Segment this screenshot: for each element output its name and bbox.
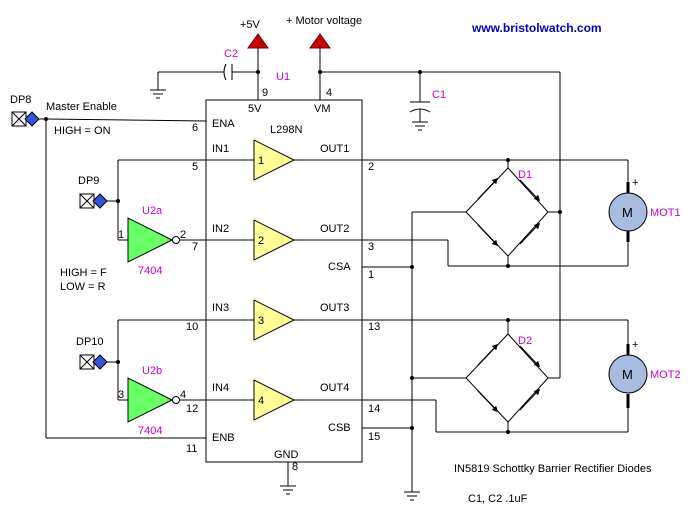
- supply-motor-arrow: [309, 33, 331, 49]
- pin-label-in1: IN1: [212, 143, 229, 155]
- d2-label: D2: [518, 335, 532, 347]
- supply-motor: + Motor voltage: [286, 15, 362, 49]
- buffer-3-number: 3: [258, 315, 264, 327]
- pin-number-csb: 15: [368, 431, 380, 443]
- u2a-pin-out: 2: [180, 229, 186, 241]
- supply-5v-arrow: [247, 33, 269, 49]
- low-r-label: LOW = R: [60, 281, 106, 293]
- pin-label-out2: OUT2: [320, 223, 349, 235]
- motor-1: M + MOT1: [608, 160, 681, 266]
- capacitor-c1: C1: [409, 72, 446, 131]
- dp9-label: DP9: [78, 175, 99, 187]
- u1-label: U1: [276, 71, 290, 83]
- buffer-4-number: 4: [258, 395, 264, 407]
- pin-number-in1: 5: [192, 161, 198, 173]
- pin-label-in3: IN3: [212, 302, 229, 314]
- inverter-u2b: U2b 7404 3 4: [118, 365, 186, 437]
- capacitor-note: C1, C2 .1uF: [468, 493, 528, 505]
- pin-number-out4: 14: [368, 403, 380, 415]
- buffer-2: 2: [253, 219, 296, 261]
- input-dp9: DP9: [78, 175, 108, 209]
- dp10-label: DP10: [76, 336, 104, 348]
- motor-2-plus: +: [632, 339, 638, 351]
- d1-label: D1: [518, 169, 532, 181]
- buffer-4: 4: [253, 379, 296, 421]
- pin-number-gnd: 8: [292, 461, 298, 473]
- pin-label-csb: CSB: [328, 422, 351, 434]
- motor-1-symbol: M: [622, 205, 633, 220]
- pin-label-in2: IN2: [212, 223, 229, 235]
- bridge-d2: D2: [465, 333, 549, 423]
- buffer-1-number: 1: [258, 155, 264, 167]
- supply-5v: +5V: [240, 19, 269, 49]
- pin-label-enb: ENB: [212, 432, 235, 444]
- dp8-label: DP8: [10, 94, 31, 106]
- pin-number-out1: 2: [368, 161, 374, 173]
- pin-number-enb: 11: [186, 443, 197, 455]
- c2-label: C2: [224, 48, 238, 60]
- input-dp8: DP8: [10, 94, 40, 127]
- buffer-2-number: 2: [258, 235, 264, 247]
- pin-label-in4: IN4: [212, 382, 229, 394]
- pin-number-vm: 4: [326, 87, 332, 99]
- u2b-pin-out: 4: [180, 389, 186, 401]
- supply-5v-label: +5V: [240, 19, 261, 31]
- pin-label-out4: OUT4: [320, 382, 349, 394]
- buffer-3: 3: [253, 299, 296, 341]
- pin-number-out2: 3: [368, 241, 374, 253]
- motor-1-plus: +: [632, 177, 638, 189]
- bridge-d1: D1: [465, 167, 549, 257]
- chip-part-label: L298N: [270, 124, 302, 136]
- l298n-chip: [205, 99, 363, 463]
- pin-number-in4: 12: [186, 403, 198, 415]
- pin-number-out3: 13: [368, 321, 380, 333]
- pin-number-in3: 10: [186, 321, 198, 333]
- c1-label: C1: [432, 89, 446, 101]
- pin-number-in2: 7: [192, 241, 198, 253]
- pin-number-ena: 6: [192, 122, 198, 134]
- pin-number-5v: 9: [262, 87, 268, 99]
- pin-label-ena: ENA: [212, 118, 235, 130]
- input-dp10: DP10: [76, 336, 108, 370]
- supply-motor-label: + Motor voltage: [286, 15, 362, 27]
- pin-label-gnd: GND: [274, 449, 299, 461]
- motor-2-symbol: M: [622, 367, 633, 382]
- motor-2: M + MOT2: [608, 320, 681, 432]
- pin-label-vm: VM: [314, 103, 331, 115]
- high-f-label: HIGH = F: [60, 267, 107, 279]
- pin-number-csa: 1: [368, 269, 374, 281]
- pin-label-out1: OUT1: [320, 143, 349, 155]
- inverter-u2a: U2a 7404 1 2: [118, 205, 186, 277]
- u2b-pin-in: 3: [118, 389, 124, 401]
- motor-1-label: MOT1: [650, 207, 681, 219]
- site-url: www.bristolwatch.com: [471, 21, 602, 35]
- pin-label-csa: CSA: [328, 261, 351, 273]
- pin-label-5v: 5V: [248, 103, 262, 115]
- motor-2-label: MOT2: [650, 369, 681, 381]
- u2b-part: 7404: [138, 425, 162, 437]
- pin-label-out3: OUT3: [320, 302, 349, 314]
- capacitor-c2: C2: [150, 48, 258, 99]
- buffer-1: 1: [253, 139, 296, 181]
- high-on-label: HIGH = ON: [54, 125, 111, 137]
- master-enable-label: Master Enable: [46, 101, 117, 113]
- u2a-part: 7404: [138, 265, 162, 277]
- u2a-pin-in: 1: [118, 229, 124, 241]
- u2b-label: U2b: [142, 365, 162, 377]
- diode-note: IN5819 Schottky Barrier Rectifier Diodes: [454, 463, 652, 475]
- u2a-label: U2a: [142, 205, 163, 217]
